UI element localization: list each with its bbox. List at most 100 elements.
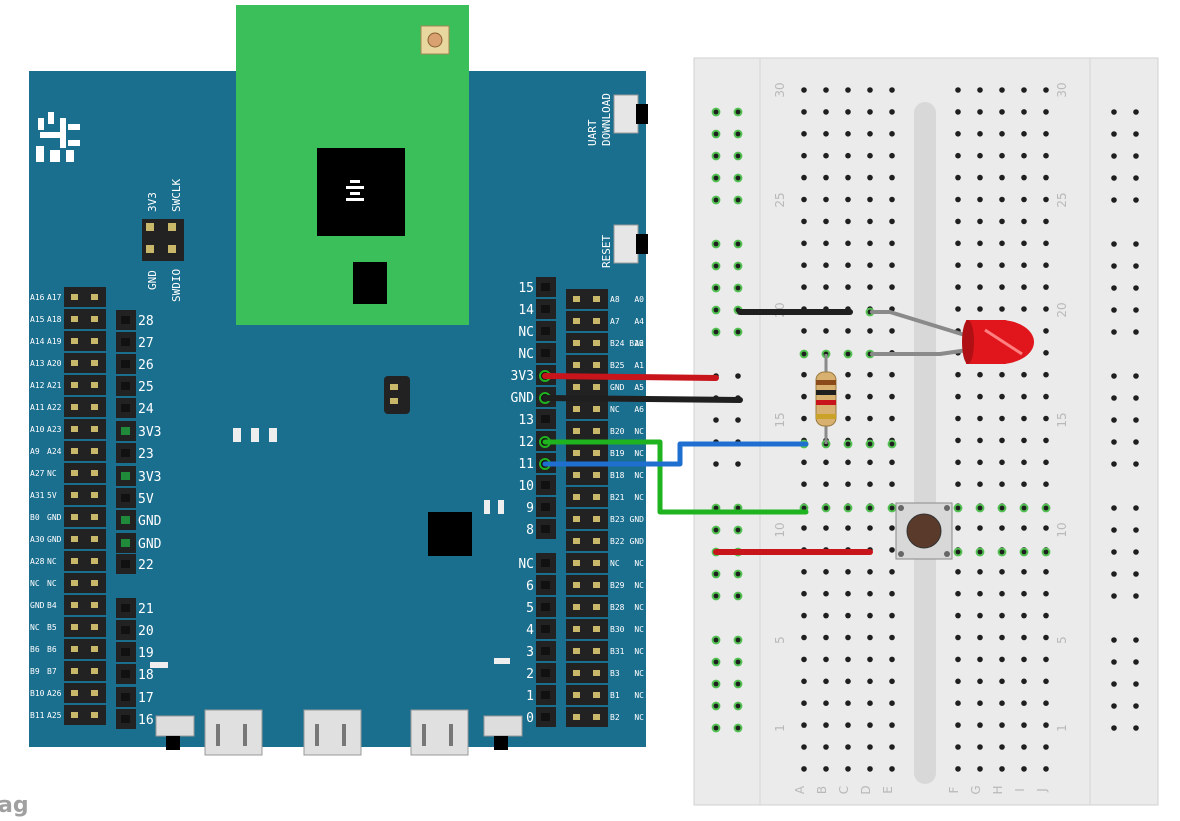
breadboard-hole — [801, 656, 807, 663]
row-number: 20 — [1055, 302, 1069, 317]
breadboard-hole — [801, 131, 807, 137]
breadboard-hole — [999, 569, 1005, 575]
inner-pin-label: 9 — [526, 501, 534, 516]
pin — [541, 647, 550, 655]
breadboard-hole — [823, 284, 829, 290]
pin — [121, 604, 130, 612]
breadboard-hole — [845, 262, 851, 269]
breadboard-hole — [889, 525, 895, 531]
pin — [573, 384, 580, 390]
module-small-chip — [353, 262, 387, 304]
breadboard-rail-hole — [1111, 593, 1117, 599]
row-number: 10 — [1055, 522, 1069, 537]
connected-hole-center — [713, 725, 719, 731]
header-label: B1 — [610, 691, 620, 700]
column-letter: E — [881, 786, 895, 794]
breadboard-hole — [801, 678, 807, 685]
breadboard-hole — [845, 131, 851, 137]
breadboard-hole — [801, 218, 807, 225]
header-pin-pair — [566, 619, 608, 639]
breadboard-center-channel — [914, 102, 936, 784]
row-number: 30 — [773, 82, 787, 97]
pin — [573, 516, 580, 522]
pin — [573, 692, 580, 698]
connected-hole-center — [845, 351, 851, 357]
header-pin-pair — [566, 333, 608, 353]
breadboard-hole — [867, 612, 873, 619]
inner-pin-label: 0 — [526, 711, 534, 726]
breadboard-rail-hole — [1133, 175, 1139, 181]
breadboard-hole — [977, 569, 983, 575]
breadboard-hole — [999, 371, 1005, 378]
header-pin-pair — [566, 707, 608, 727]
header-label: B10 — [30, 689, 45, 698]
connected-hole-center — [735, 131, 741, 137]
header-label: A21 — [47, 381, 62, 390]
breadboard-rail-hole — [1111, 153, 1117, 159]
header-label: NC — [47, 469, 57, 478]
breadboard-hole — [845, 415, 851, 422]
breadboard-hole — [845, 371, 851, 378]
breadboard-hole — [1043, 525, 1049, 531]
header-label: GND — [47, 535, 62, 544]
breadboard-hole — [845, 656, 851, 663]
breadboard-hole — [867, 590, 873, 597]
breadboard-hole — [999, 240, 1005, 247]
breadboard-rail-hole — [1133, 681, 1139, 687]
breadboard-hole — [977, 393, 983, 400]
header-label: NC — [610, 405, 620, 414]
header-label: NC — [634, 647, 644, 656]
pin — [573, 582, 580, 588]
pin — [573, 318, 580, 324]
breadboard-hole — [889, 678, 895, 685]
breadboard-hole — [845, 240, 851, 247]
column-letter: H — [991, 785, 1005, 794]
breadboard-hole — [889, 722, 895, 728]
breadboard-hole — [999, 459, 1005, 466]
breadboard-hole — [801, 240, 807, 247]
header-label: NC — [634, 471, 644, 480]
breadboard-hole — [977, 678, 983, 685]
inner-pin-label: 25 — [138, 380, 154, 395]
header-label: B4 — [47, 601, 57, 610]
breadboard-hole — [845, 700, 851, 706]
breadboard-hole — [955, 174, 961, 181]
connected-hole-center — [845, 441, 851, 447]
pin — [593, 714, 600, 720]
breadboard-rail-hole — [1133, 329, 1139, 335]
breadboard-hole — [867, 152, 873, 159]
breadboard-hole — [999, 87, 1005, 93]
inner-pin-label: 11 — [518, 457, 534, 472]
header-label: A20 — [47, 359, 62, 368]
breadboard-hole — [955, 306, 961, 312]
pin — [573, 604, 580, 610]
pin — [121, 427, 130, 435]
breadboard-hole — [999, 393, 1005, 400]
pin — [593, 604, 600, 610]
bottom-switch — [155, 715, 195, 737]
breadboard-hole — [889, 218, 895, 225]
wire-pin11-blue — [542, 441, 809, 467]
header-label: 5V — [47, 491, 57, 500]
inner-pin-label: 26 — [138, 358, 154, 373]
header-label: A19 — [47, 337, 62, 346]
breadboard-hole — [867, 196, 873, 203]
connected-hole-center — [845, 505, 851, 511]
header-label: NC — [634, 603, 644, 612]
breadboard-hole — [889, 284, 895, 290]
connected-hole-center — [713, 153, 719, 159]
breadboard-rail-hole — [735, 373, 741, 379]
pin — [71, 624, 78, 630]
breadboard-rail-hole — [1111, 395, 1117, 401]
header-label: NC — [634, 493, 644, 502]
inner-pin-label: NC — [518, 347, 534, 362]
column-letter: F — [947, 786, 961, 793]
breadboard-rail-hole — [1111, 175, 1117, 181]
breadboard-hole — [867, 722, 873, 728]
breadboard-hole — [1021, 656, 1027, 663]
header-pin-pair — [64, 573, 106, 593]
pin — [593, 494, 600, 500]
pin — [71, 316, 78, 322]
pin — [593, 362, 600, 368]
